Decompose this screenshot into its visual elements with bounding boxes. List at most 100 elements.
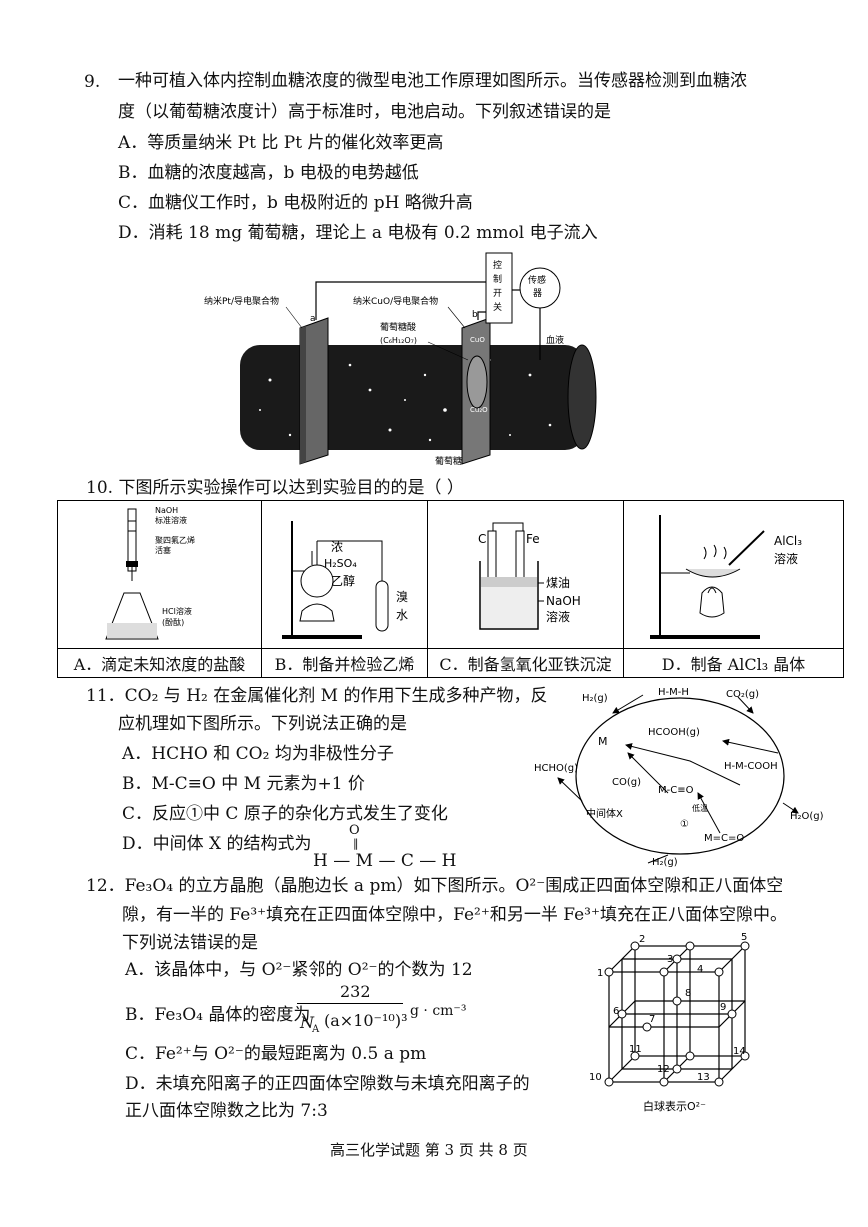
fe-hydroxide-figure: C Fe 煤油 NaOH 溶液 xyxy=(478,522,581,630)
h2so4-label: H₂SO₄ xyxy=(324,557,357,570)
gluconic-acid-label: 葡萄糖酸 xyxy=(380,321,416,333)
q10-caption-c: C．制备氢氧化亚铁沉淀 xyxy=(428,648,623,677)
ethylene-figure: 浓 H₂SO₄ 乙醇 溴 水 xyxy=(282,521,408,639)
alcl3-figure: AlCl₃ 溶液 xyxy=(650,515,802,639)
sensor-label-2: 器 xyxy=(533,288,542,299)
naoh-solution-label: NaOH xyxy=(546,594,581,608)
reaction-one-label: ① xyxy=(680,819,689,830)
site-3-label: 3 xyxy=(667,954,673,965)
phenolphthalein-label: (酚酞) xyxy=(162,617,184,627)
titration-figure: NaOH 标准溶液 聚四氟乙烯 活塞 HCl溶液 (酚酞) xyxy=(105,506,195,640)
q12-option-a: A．该晶体中，与 O²⁻紧邻的 O²⁻的个数为 12 xyxy=(125,960,473,980)
mceo-label: M=C=O xyxy=(704,833,744,844)
site-12-label: 12 xyxy=(657,1064,670,1075)
q12-option-d-line2: 正八面体空隙数之比为 7:3 xyxy=(125,1101,328,1121)
electrode-a-label: a xyxy=(310,314,316,324)
control-switch-label-4: 关 xyxy=(493,301,502,313)
q9-option-c: C．血糖仪工作时，b 电极附近的 pH 略微升高 xyxy=(118,193,473,213)
q11-option-d: D．中间体 X 的结构式为 xyxy=(122,834,312,854)
q10-caption-a: A．滴定未知浓度的盐酸 xyxy=(58,648,261,677)
site-8-label: 8 xyxy=(685,988,691,999)
density-unit: g · cm⁻³ xyxy=(410,1003,467,1019)
density-denominator-expr: (a×10⁻¹⁰)³ xyxy=(324,1011,408,1030)
std-solution-label: 标准溶液 xyxy=(155,515,187,525)
kerosene-label: 煤油 xyxy=(546,576,570,590)
q10-cell-d: AlCl₃ 溶液 D．制备 AlCl₃ 晶体 xyxy=(624,501,843,677)
q9-option-a: A．等质量纳米 Pt 比 Pt 片的催化效率更高 xyxy=(118,133,444,153)
site-10-label: 10 xyxy=(589,1072,602,1083)
hmh-label: H-M-H xyxy=(658,687,689,698)
q11-stem-line1: 11．CO₂ 与 H₂ 在金属催化剂 M 的作用下生成多种产物，反 xyxy=(86,686,548,706)
q10-cell-a: NaOH 标准溶液 聚四氟乙烯 活塞 HCl溶液 (酚酞) A．滴定未知浓度的盐… xyxy=(58,501,262,677)
q9-option-d: D．消耗 18 mg 葡萄糖，理论上 a 电极有 0.2 mmol 电子流入 xyxy=(118,223,598,243)
alcl3-solution-label: 溶液 xyxy=(774,551,798,566)
control-switch-label-1: 控 xyxy=(493,259,502,271)
q12-stem-line2: 隙，有一半的 Fe³⁺填充在正四面体空隙中，Fe²⁺和另一半 Fe³⁺填充在正八… xyxy=(122,905,787,925)
site-1-label: 1 xyxy=(597,968,603,979)
q9-option-b: B．血糖的浓度越高，b 电极的电势越低 xyxy=(118,163,419,183)
blood-label: 血液 xyxy=(546,334,564,346)
q12-crystal-cell-figure: 1 2 3 4 5 6 7 8 9 10 11 12 13 14 白球表示O²⁻ xyxy=(589,932,750,1113)
density-numerator: 232 xyxy=(340,982,371,1001)
crystal-legend: 白球表示O²⁻ xyxy=(643,1099,706,1113)
hcho-gas-label: HCHO(g) xyxy=(534,763,578,774)
density-denominator-n: N xyxy=(300,1013,314,1032)
low-temp-label: 低温 xyxy=(692,803,708,813)
gluconic-formula-label: (C₆H₁₂O₇) xyxy=(380,336,417,345)
q9-stem-line1: 一种可植入体内控制血糖浓度的微型电池工作原理如图所示。当传感器检测到血糖浓 xyxy=(118,71,747,91)
site-6-label: 6 xyxy=(613,1006,619,1017)
intermediate-x-label: 中间体X xyxy=(586,807,623,820)
co-gas-label: CO(g) xyxy=(612,777,641,788)
stopcock-label: 活塞 xyxy=(155,545,171,555)
page-footer: 高三化学试题 第 3 页 共 8 页 xyxy=(330,1141,528,1159)
q10-options-table: NaOH 标准溶液 聚四氟乙烯 活塞 HCl溶液 (酚酞) A．滴定未知浓度的盐… xyxy=(57,500,844,678)
naoh-label: NaOH xyxy=(155,506,178,515)
q10-caption-b: B．制备并检验乙烯 xyxy=(262,648,427,677)
site-7-label: 7 xyxy=(649,1014,655,1025)
q10-cell-b: 浓 H₂SO₄ 乙醇 溴 水 B．制备并检验乙烯 xyxy=(262,501,428,677)
ptfe-label: 聚四氟乙烯 xyxy=(155,535,195,545)
cuo-electrode-label: 纳米CuO/导电聚合物 xyxy=(353,295,438,307)
q12-stem-line3: 下列说法错误的是 xyxy=(122,933,258,953)
sensor-label-1: 传感 xyxy=(528,274,546,286)
catalyst-m-label: M xyxy=(598,735,608,748)
q9-number: 9. xyxy=(84,72,101,92)
site-14-label: 14 xyxy=(733,1046,746,1057)
control-switch-label-2: 制 xyxy=(493,273,502,285)
q12-option-b-prefix: B．Fe₃O₄ 晶体的密度为 xyxy=(125,1005,311,1025)
carbon-electrode-label: C xyxy=(478,532,486,546)
site-9-label: 9 xyxy=(720,1002,726,1013)
bromine-label-1: 溴 xyxy=(396,590,408,604)
q9-stem-line2: 度（以葡萄糖浓度计）高于标准时，电池启动。下列叙述错误的是 xyxy=(118,102,611,122)
q9-battery-figure: CuO Cu₂O 控 制 开 关 传感 器 纳米Pt/导电聚合物 a 纳米CuO… xyxy=(204,252,597,467)
cuo-label: CuO xyxy=(470,336,485,344)
cu2o-label: Cu₂O xyxy=(470,406,488,414)
q10-cell-c: C Fe 煤油 NaOH 溶液 C．制备氢氧化亚铁沉淀 xyxy=(428,501,624,677)
fraction-bar xyxy=(297,1003,403,1004)
hcooh-label: HCOOH(g) xyxy=(648,727,700,738)
h2-gas-label-2: H₂(g) xyxy=(652,857,678,868)
h2-gas-label: H₂(g) xyxy=(582,693,608,704)
q11-stem-line2: 应机理如下图所示。下列说法正确的是 xyxy=(118,714,407,734)
q11-option-b: B．M-C≡O 中 M 元素为+1 价 xyxy=(122,774,365,794)
alcl3-label: AlCl₃ xyxy=(774,534,802,548)
hmcooh-label: H-M-COOH xyxy=(724,761,778,772)
iron-electrode-label: Fe xyxy=(526,532,540,546)
density-denominator-sub: A xyxy=(312,1024,320,1035)
site-2-label: 2 xyxy=(639,934,645,945)
site-4-label: 4 xyxy=(697,964,703,975)
q10-stem: 10. 下图所示实验操作可以达到实验目的的是（ ） xyxy=(86,478,464,498)
electrode-b-label: b xyxy=(472,310,478,320)
intermediate-x-formula: H — M — C — H xyxy=(313,851,457,871)
conc-label: 浓 xyxy=(331,540,343,554)
h2o-gas-label: H₂O(g) xyxy=(790,811,824,822)
formula-oxygen: O xyxy=(349,823,360,838)
ethanol-label: 乙醇 xyxy=(331,573,355,588)
solution-label: 溶液 xyxy=(546,609,570,624)
bromine-label-2: 水 xyxy=(396,608,408,622)
pt-electrode-label: 纳米Pt/导电聚合物 xyxy=(204,295,279,307)
q11-option-c: C．反应①中 C 原子的杂化方式发生了变化 xyxy=(122,804,448,824)
mco-label: M-C≡O xyxy=(658,785,694,796)
q10-caption-d: D．制备 AlCl₃ 晶体 xyxy=(624,648,843,677)
hcl-solution-label: HCl溶液 xyxy=(162,606,192,616)
